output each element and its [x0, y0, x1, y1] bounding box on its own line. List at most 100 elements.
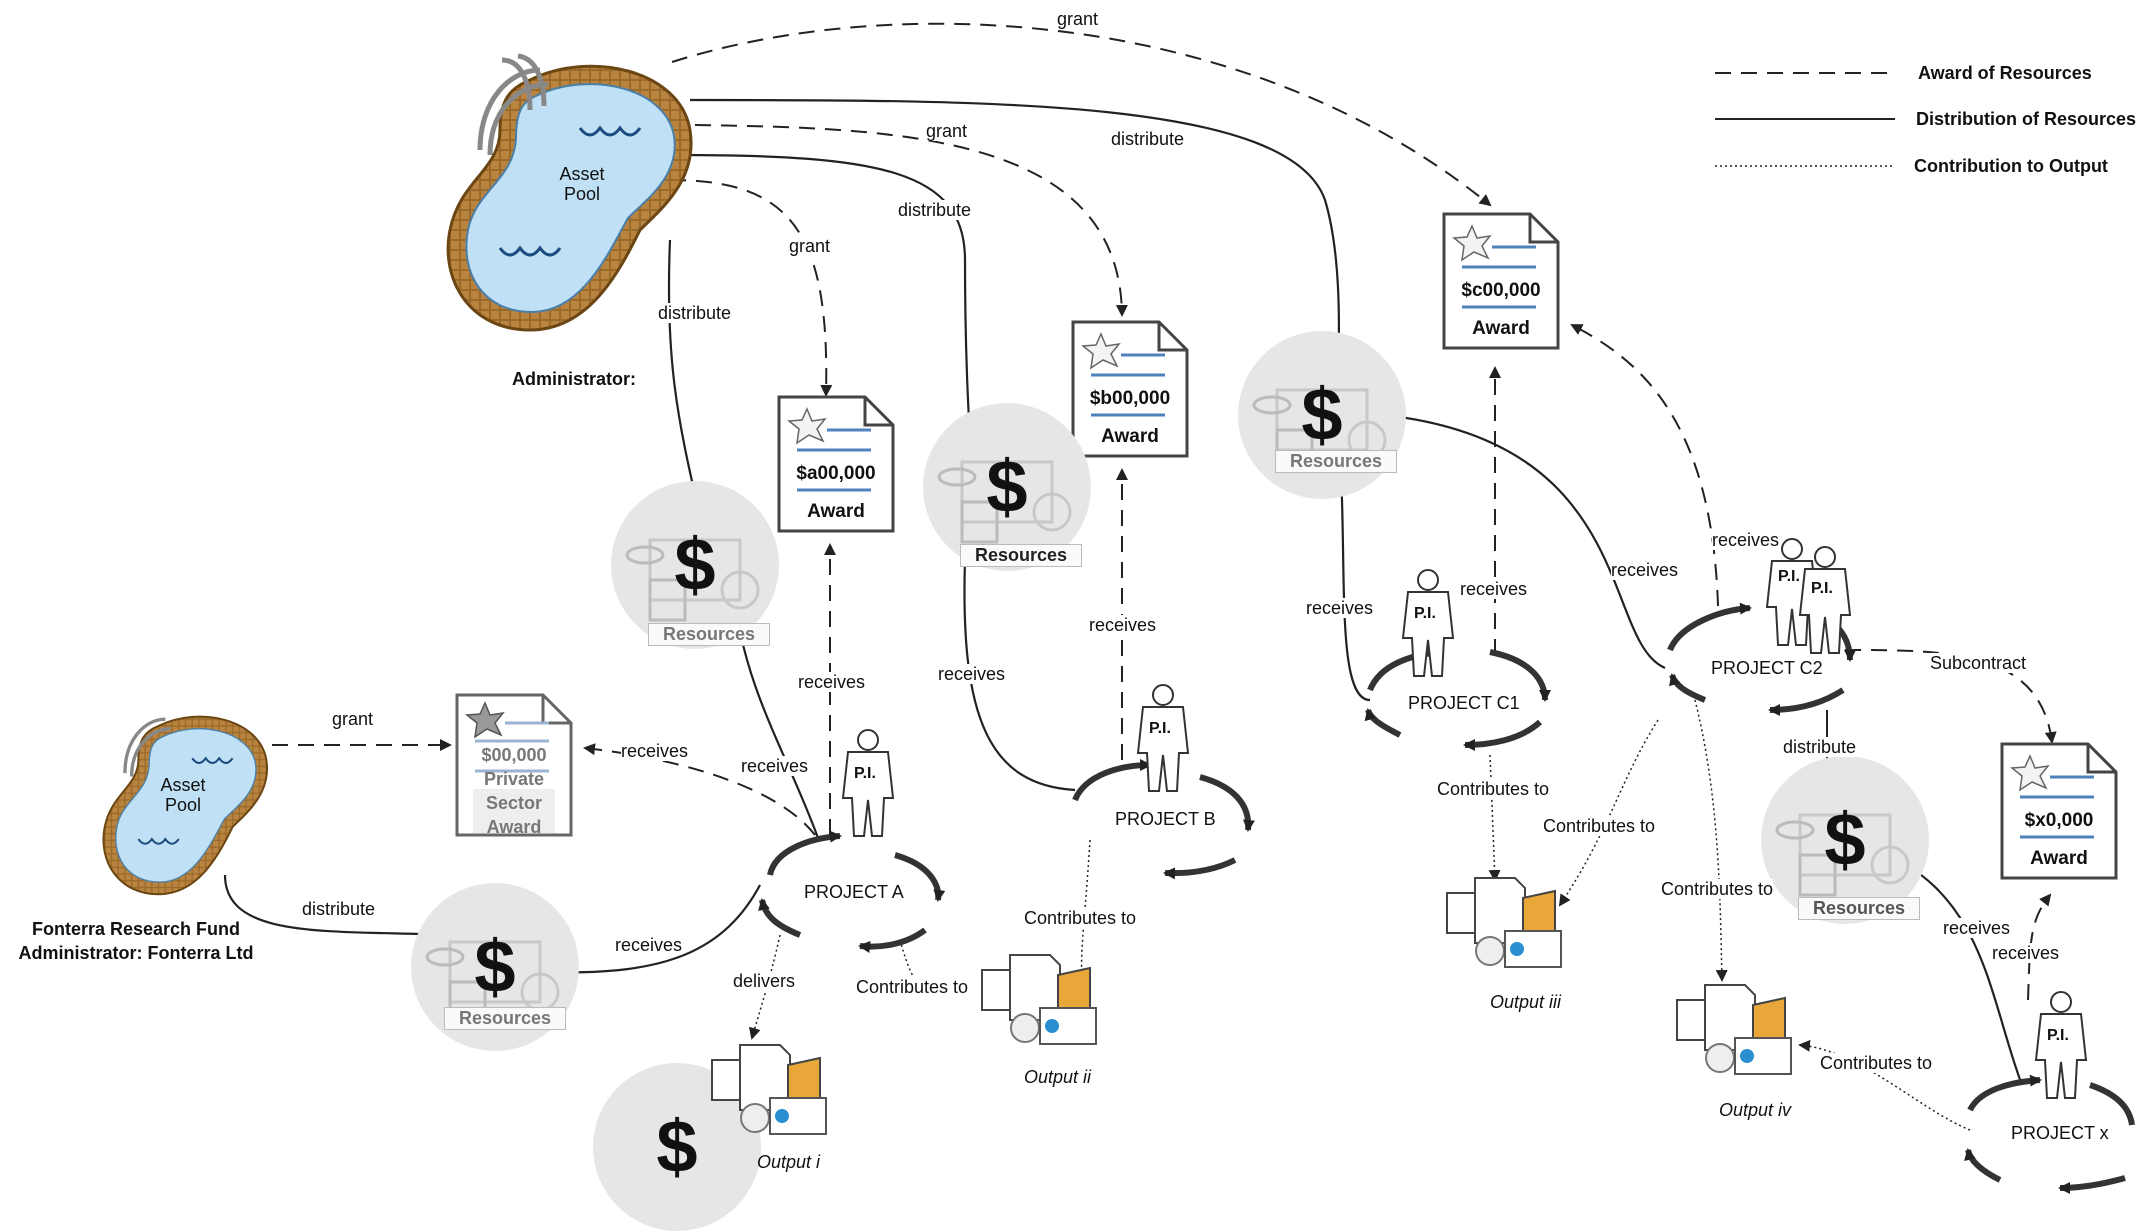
output-i-label: Output i	[757, 1152, 821, 1172]
project-a-label: PROJECT A	[804, 882, 904, 902]
resources-label: Resources	[444, 1007, 566, 1030]
project-x-label: PROJECT x	[2011, 1123, 2109, 1143]
award-private-line4: Award	[486, 817, 542, 837]
resources-icon	[1761, 756, 1929, 924]
asset-pool-main: Asset Pool	[440, 40, 700, 340]
person-icon	[841, 729, 895, 837]
resources-b: $ Resources	[922, 402, 1092, 572]
dollar-icon: $	[1824, 798, 1866, 881]
document-icon	[455, 693, 573, 837]
edge-label-receives-res-c1: receives	[1306, 598, 1374, 618]
resources-a: $ Resources	[610, 480, 780, 650]
edge-label-receives-award-a: receives	[798, 672, 866, 692]
edge-label-distribute-a: distribute	[658, 303, 732, 323]
output-iii-icon	[1445, 873, 1565, 973]
edge-label-grant-a: grant	[789, 236, 831, 256]
project-cycle-x	[1964, 1074, 2135, 1194]
edge-label-grant-mid: grant	[926, 121, 968, 141]
edge-label-subcontract: Subcontract	[1930, 653, 2027, 673]
star-icon	[787, 407, 827, 445]
output-icon	[1446, 877, 1562, 968]
edge-label-fonterra-distribute: distribute	[302, 899, 376, 919]
person-icon	[1798, 546, 1852, 654]
output-icon	[1676, 984, 1792, 1075]
star-icon	[465, 701, 505, 739]
edge-grant-award-b	[694, 124, 1128, 317]
edge-label-receives-award-b: receives	[1089, 615, 1157, 635]
legend-award-label: Award of Resources	[1918, 63, 2092, 83]
edge-label-contributes-x: Contributes to	[1820, 1053, 1933, 1073]
pi-figure-c1: P.I.	[1398, 568, 1458, 678]
edge-grant-award-a	[669, 179, 833, 397]
dollar-icon: $	[656, 1105, 698, 1188]
award-amount: $x0,000	[2024, 810, 2094, 831]
dollar-icon: $	[674, 523, 716, 606]
award-label: Award	[2030, 848, 2088, 869]
edge-x-contributes	[1798, 1039, 1971, 1131]
edge-c2-contributes-iii	[1558, 719, 1659, 907]
person-icon	[1401, 569, 1455, 677]
award-doc-b: $b00,000 Award	[1071, 320, 1189, 458]
admin-fonterra-line2: Administrator: Fonterra Ltd	[18, 943, 254, 963]
output-i-icon	[710, 1040, 830, 1140]
pool-icon	[102, 715, 269, 896]
award-doc-a: $a00,000 Award	[777, 395, 895, 533]
edge-label-receives-award-x: receives	[1992, 943, 2060, 963]
dollar-icon: $	[1301, 373, 1343, 456]
resources-c: $ Resources	[1237, 330, 1407, 500]
award-amount: $00,000	[481, 745, 547, 765]
pi-label: P.I.	[1414, 605, 1436, 622]
edge-label-contributes-c2-iv: Contributes to	[1661, 879, 1774, 899]
resources-label: Resources	[648, 623, 770, 646]
edge-label-delivers: delivers	[733, 971, 796, 991]
edge-label-distribute-c2: distribute	[1783, 737, 1857, 757]
pi-label: P.I.	[1149, 720, 1171, 737]
edge-label-receives-private: receives	[621, 741, 689, 761]
edge-label-receives-res-c2: receives	[1611, 560, 1679, 580]
edge-label-receives-award-c1: receives	[1460, 579, 1528, 599]
legend-distribution-label: Distribution of Resources	[1916, 109, 2137, 129]
project-b-label: PROJECT B	[1115, 809, 1216, 829]
legend-contribution-label: Contribution to Output	[1914, 156, 2108, 176]
resources-label: Resources	[1798, 897, 1920, 920]
pi-label: P.I.	[1778, 568, 1800, 585]
edge-label-receives-fonterra-res: receives	[615, 935, 683, 955]
output-icon	[711, 1044, 827, 1135]
edge-label-receives-res-x: receives	[1943, 918, 2011, 938]
edge-label-contributes-b: Contributes to	[1024, 908, 1137, 928]
output-iv-label: Output iv	[1719, 1100, 1792, 1120]
edge-grant-award-c	[671, 22, 1492, 207]
asset-pool-fonterra-label: Asset Pool	[160, 775, 206, 815]
award-private-line2: Private	[483, 769, 545, 789]
edge-label-fonterra-grant: grant	[332, 709, 374, 729]
edge-x-receives-award	[2027, 893, 2052, 1001]
pool-icon	[446, 53, 693, 332]
edge-label-contributes-a: Contributes to	[856, 977, 969, 997]
output-ii-icon	[980, 950, 1100, 1050]
project-c2-label: PROJECT C2	[1711, 658, 1823, 678]
edge-label-grant-top: grant	[1057, 9, 1099, 29]
award-doc-c: $c00,000 Award	[1442, 212, 1560, 350]
pi-figure-x: P.I.	[2031, 990, 2091, 1100]
resources-icon	[593, 1063, 761, 1231]
output-ii-label: Output ii	[1024, 1067, 1092, 1087]
edge-label-contributes-c2-iii: Contributes to	[1543, 816, 1656, 836]
pi-label: P.I.	[854, 765, 876, 782]
resources-fonterra: $ Resources	[410, 882, 580, 1052]
person-icon	[2034, 991, 2088, 1099]
star-icon	[1081, 332, 1121, 370]
edge-c2-receives-res	[1358, 407, 1666, 670]
admin-main-label: Administrator:	[512, 369, 637, 389]
award-private-line3: Sector	[485, 793, 543, 813]
resources-output-i: $	[592, 1062, 762, 1232]
resources-icon	[923, 403, 1091, 571]
output-iii-label: Output iii	[1490, 992, 1562, 1012]
edge-a-receives-fonterra-res	[543, 884, 761, 979]
pi-label: P.I.	[1811, 580, 1833, 597]
asset-pool-fonterra: Asset Pool	[98, 695, 273, 905]
document-icon	[1071, 320, 1189, 458]
asset-pool-main-label: Asset Pool	[559, 164, 605, 204]
resources-icon	[611, 481, 779, 649]
person-icon	[1136, 684, 1190, 792]
award-label: Award	[807, 501, 865, 522]
